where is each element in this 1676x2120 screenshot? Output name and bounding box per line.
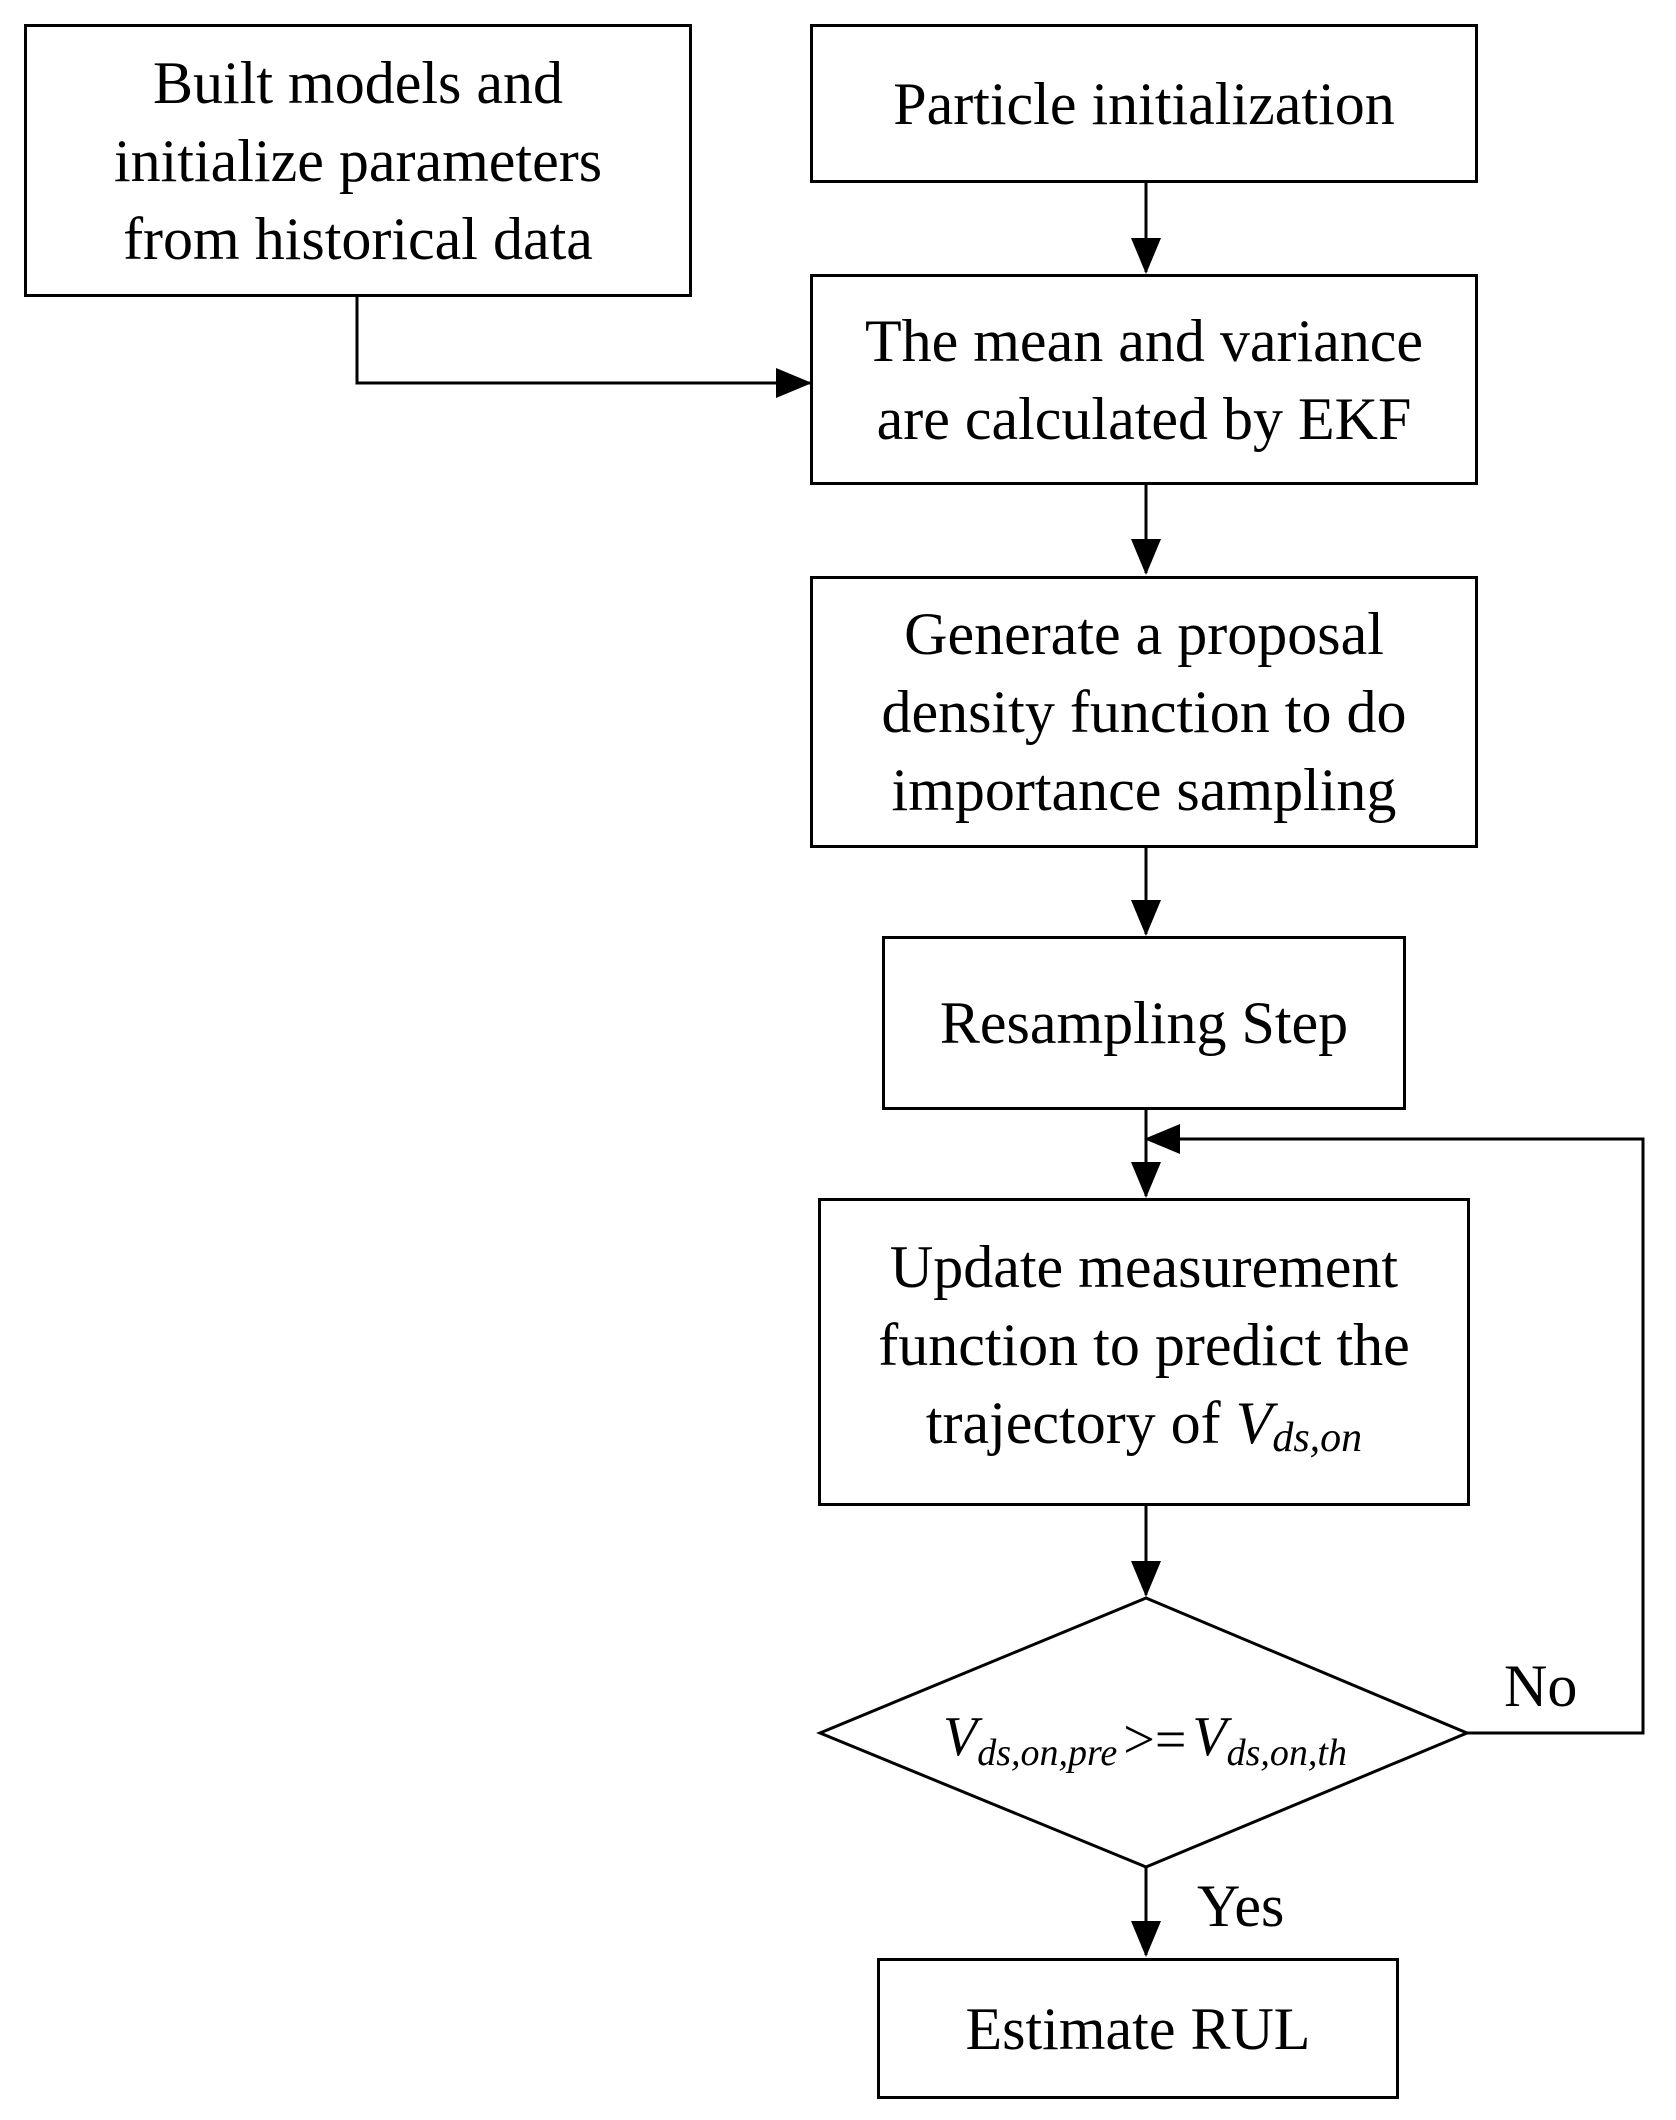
edge-label-no: No [1504, 1653, 1578, 1719]
decision-lhs: Vds,on,pre [942, 1706, 1118, 1774]
node-update-measurement-text: Update measurement function to predict t… [878, 1228, 1410, 1477]
node-particle-initialization: Particle initialization [810, 24, 1478, 183]
node-historical-models: Built models and initialize parameters f… [24, 24, 692, 297]
node-proposal-density: Generate a proposal density function to … [810, 576, 1478, 848]
edge-historical-to-ekf [355, 297, 812, 398]
edge-decision-no-loop [1144, 1124, 1645, 1735]
node-proposal-density-label: Generate a proposal density function to … [881, 601, 1407, 823]
node-resampling-step-label: Resampling Step [939, 990, 1349, 1056]
decision-operator: >= [1123, 1709, 1187, 1771]
node-ekf-label: The mean and variance are calculated by … [864, 307, 1424, 452]
edge-label-yes: Yes [1197, 1873, 1285, 1939]
decision-condition: Vds,on,pre >= Vds,on,th [820, 1690, 1470, 1790]
node-historical-models-label: Built models and initialize parameters f… [113, 49, 603, 272]
var-vds-on: Vds,on [1235, 1389, 1363, 1461]
node-estimate-rul: Estimate RUL [877, 1958, 1399, 2099]
node-estimate-rul-label: Estimate RUL [965, 1995, 1311, 2062]
decision-rhs: Vds,on,th [1192, 1706, 1347, 1774]
node-ekf: The mean and variance are calculated by … [810, 274, 1478, 485]
node-update-measurement-label: Update measurement function to predict t… [878, 1233, 1410, 1456]
node-resampling-step: Resampling Step [882, 936, 1406, 1110]
node-update-measurement: Update measurement function to predict t… [818, 1198, 1470, 1506]
node-particle-initialization-label: Particle initialization [893, 70, 1395, 137]
